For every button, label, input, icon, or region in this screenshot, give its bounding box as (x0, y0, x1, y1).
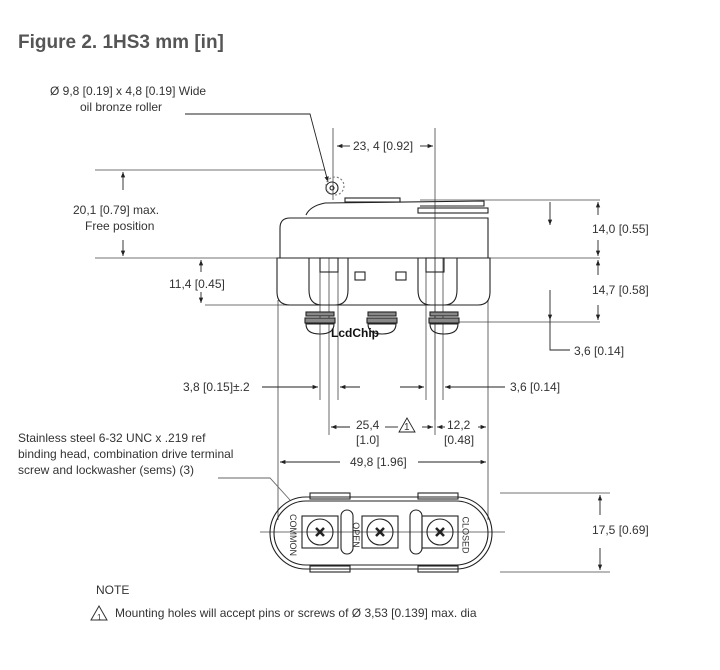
note-heading: NOTE (96, 583, 130, 597)
screw-label-2: binding head, combination drive terminal (18, 447, 234, 461)
dim-hole-spacing-in: [1.0] (356, 433, 380, 447)
switch-bottom-view (269, 492, 493, 573)
figure-title: Figure 2. 1HS3 mm [in] (18, 32, 224, 53)
dim-free-position-2: Free position (85, 219, 155, 233)
screw-label-1: Stainless steel 6-32 UNC x .219 ref (18, 431, 206, 445)
dim-depth: 17,5 [0.69] (592, 523, 649, 537)
dim-height-top: 14,0 [0.55] (592, 222, 649, 236)
switch-side-view (276, 176, 491, 335)
dim-mount-hole-height: 11,4 [0.45] (169, 277, 225, 291)
dimension-arrows (120, 113, 603, 570)
roller-label-1: Ø 9,8 [0.19] x 4,8 [0.19] Wide (50, 84, 207, 98)
roller-label-2: oil bronze roller (80, 100, 163, 114)
note-triangle (90, 604, 108, 621)
note-triangle-number: 1 (97, 613, 102, 622)
dim-hole-right: 3,6 [0.14] (510, 380, 561, 394)
dim-hole-edge-in: [0.48] (444, 433, 475, 447)
dim-hole-edge-mm: 12,2 (447, 418, 471, 432)
terminal-common: COMMON (288, 514, 298, 556)
terminal-closed: CLOSED (460, 516, 471, 554)
dim-height-body: 14,7 [0.58] (592, 283, 649, 297)
screw-label-3: screw and lockwasher (sems) (3) (18, 463, 195, 477)
dim-overall-width: 49,8 [1.96] (350, 455, 407, 469)
dim-hole-left: 3,8 [0.15]±.2 (183, 380, 250, 394)
extension-lines (95, 128, 610, 573)
note-ref-1: 1 (404, 422, 410, 433)
terminal-screws (304, 311, 460, 335)
dim-screw-protrusion: 3,6 [0.14] (574, 344, 625, 358)
terminal-open: OPEN (350, 522, 361, 548)
note-text: Mounting holes will accept pins or screw… (115, 606, 477, 620)
dim-roller-offset: 23, 4 [0.92] (353, 139, 414, 153)
dim-hole-spacing-mm: 25,4 (356, 418, 380, 432)
watermark: LcdChip (331, 326, 379, 340)
dim-free-position-1: 20,1 [0.79] max. (73, 203, 160, 217)
